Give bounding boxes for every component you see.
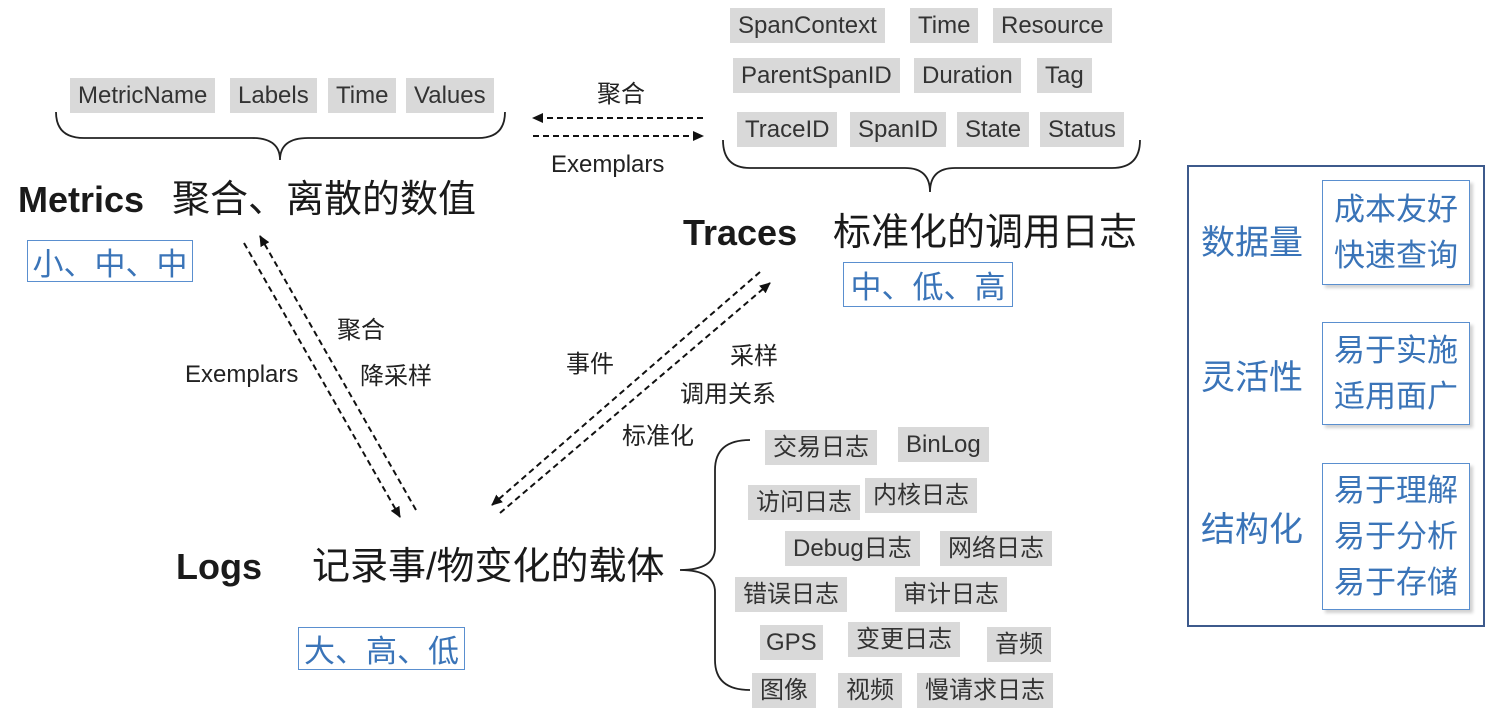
- log-type-tag: Debug日志: [785, 531, 920, 566]
- logs-rating-badge: 大、高、低: [298, 627, 465, 670]
- dimension-trait: 快速查询: [1334, 237, 1458, 273]
- log-type-tag: 网络日志: [940, 531, 1052, 566]
- logs-title: Logs: [176, 546, 262, 587]
- dimension-trait: 易于实施: [1334, 332, 1458, 368]
- traces-field-tag: Time: [910, 8, 979, 43]
- dimension-trait: 适用面广: [1334, 378, 1458, 414]
- label-logs-to-metrics: 聚合: [337, 317, 385, 344]
- log-type-tag: BinLog: [898, 427, 989, 462]
- metrics-field-tag: MetricName: [70, 78, 216, 113]
- traces-field-tag: Duration: [914, 58, 1021, 93]
- traces-field-tag: Resource: [993, 8, 1112, 43]
- dimension-trait: 易于分析: [1334, 518, 1458, 554]
- log-type-tag: 内核日志: [865, 478, 977, 513]
- dimension-name: 数据量: [1201, 224, 1303, 262]
- traces-field-tag: TraceID: [737, 112, 838, 147]
- log-type-tag: 错误日志: [735, 577, 847, 612]
- dimension-traits-box: 易于理解 易于分析 易于存储: [1322, 463, 1470, 610]
- log-type-tag: GPS: [760, 625, 823, 660]
- dimension-trait: 成本友好: [1334, 191, 1458, 227]
- log-type-tag: 视频: [838, 673, 902, 708]
- log-type-tag: 图像: [752, 673, 816, 708]
- metrics-fields-brace: [55, 111, 506, 161]
- dimension-trait: 易于理解: [1334, 472, 1458, 508]
- traces-field-tag: SpanID: [850, 112, 947, 147]
- label-logs-to-traces: 标准化: [622, 423, 694, 450]
- log-type-tag: 慢请求日志: [917, 673, 1053, 708]
- traces-description: 标准化的调用日志: [833, 212, 1138, 254]
- label-metrics-to-traces: Exemplars: [551, 151, 665, 178]
- traces-field-tag: State: [957, 112, 1030, 147]
- label-logs-to-metrics: 降采样: [360, 363, 432, 390]
- arrow-logs-to-traces: [499, 282, 771, 514]
- logs-types-brace: [679, 439, 751, 691]
- dimension-trait: 易于存储: [1334, 564, 1458, 600]
- label-logs-to-traces: 调用关系: [680, 381, 776, 408]
- dimension-name: 灵活性: [1201, 359, 1303, 397]
- traces-title: Traces: [683, 212, 798, 253]
- log-type-tag: 变更日志: [848, 622, 960, 657]
- traces-fields-brace: [722, 139, 1141, 193]
- arrow-metrics-to-logs: [243, 242, 401, 518]
- log-type-tag: 音频: [987, 627, 1051, 662]
- traces-field-tag: Status: [1040, 112, 1125, 147]
- traces-field-tag: SpanContext: [730, 8, 885, 43]
- label-traces-to-logs: 事件: [566, 351, 614, 378]
- logs-description: 记录事/物变化的载体: [312, 546, 665, 588]
- dimension-name: 结构化: [1201, 511, 1303, 549]
- metrics-description: 聚合、离散的数值: [172, 179, 477, 221]
- metrics-field-tag: Values: [406, 78, 494, 113]
- dimension-traits-box: 易于实施 适用面广: [1322, 322, 1470, 425]
- dimension-traits-box: 成本友好 快速查询: [1322, 180, 1470, 285]
- metrics-rating-badge: 小、中、中: [27, 240, 193, 282]
- label-logs-to-traces: 采样: [730, 343, 778, 370]
- log-type-tag: 审计日志: [895, 577, 1007, 612]
- arrow-traces-to-logs: [491, 271, 761, 506]
- label-traces-to-metrics: 聚合: [597, 81, 645, 108]
- dimension-panel: [1187, 165, 1485, 627]
- label-metrics-to-logs: Exemplars: [185, 361, 299, 388]
- traces-field-tag: Tag: [1037, 58, 1092, 93]
- traces-rating-badge: 中、低、高: [843, 262, 1013, 307]
- arrow-logs-to-metrics: [259, 235, 417, 511]
- metrics-field-tag: Time: [328, 78, 397, 113]
- traces-field-tag: ParentSpanID: [733, 58, 900, 93]
- log-type-tag: 访问日志: [748, 485, 860, 520]
- metrics-title: Metrics: [18, 179, 145, 220]
- metrics-field-tag: Labels: [230, 78, 317, 113]
- log-type-tag: 交易日志: [765, 430, 877, 465]
